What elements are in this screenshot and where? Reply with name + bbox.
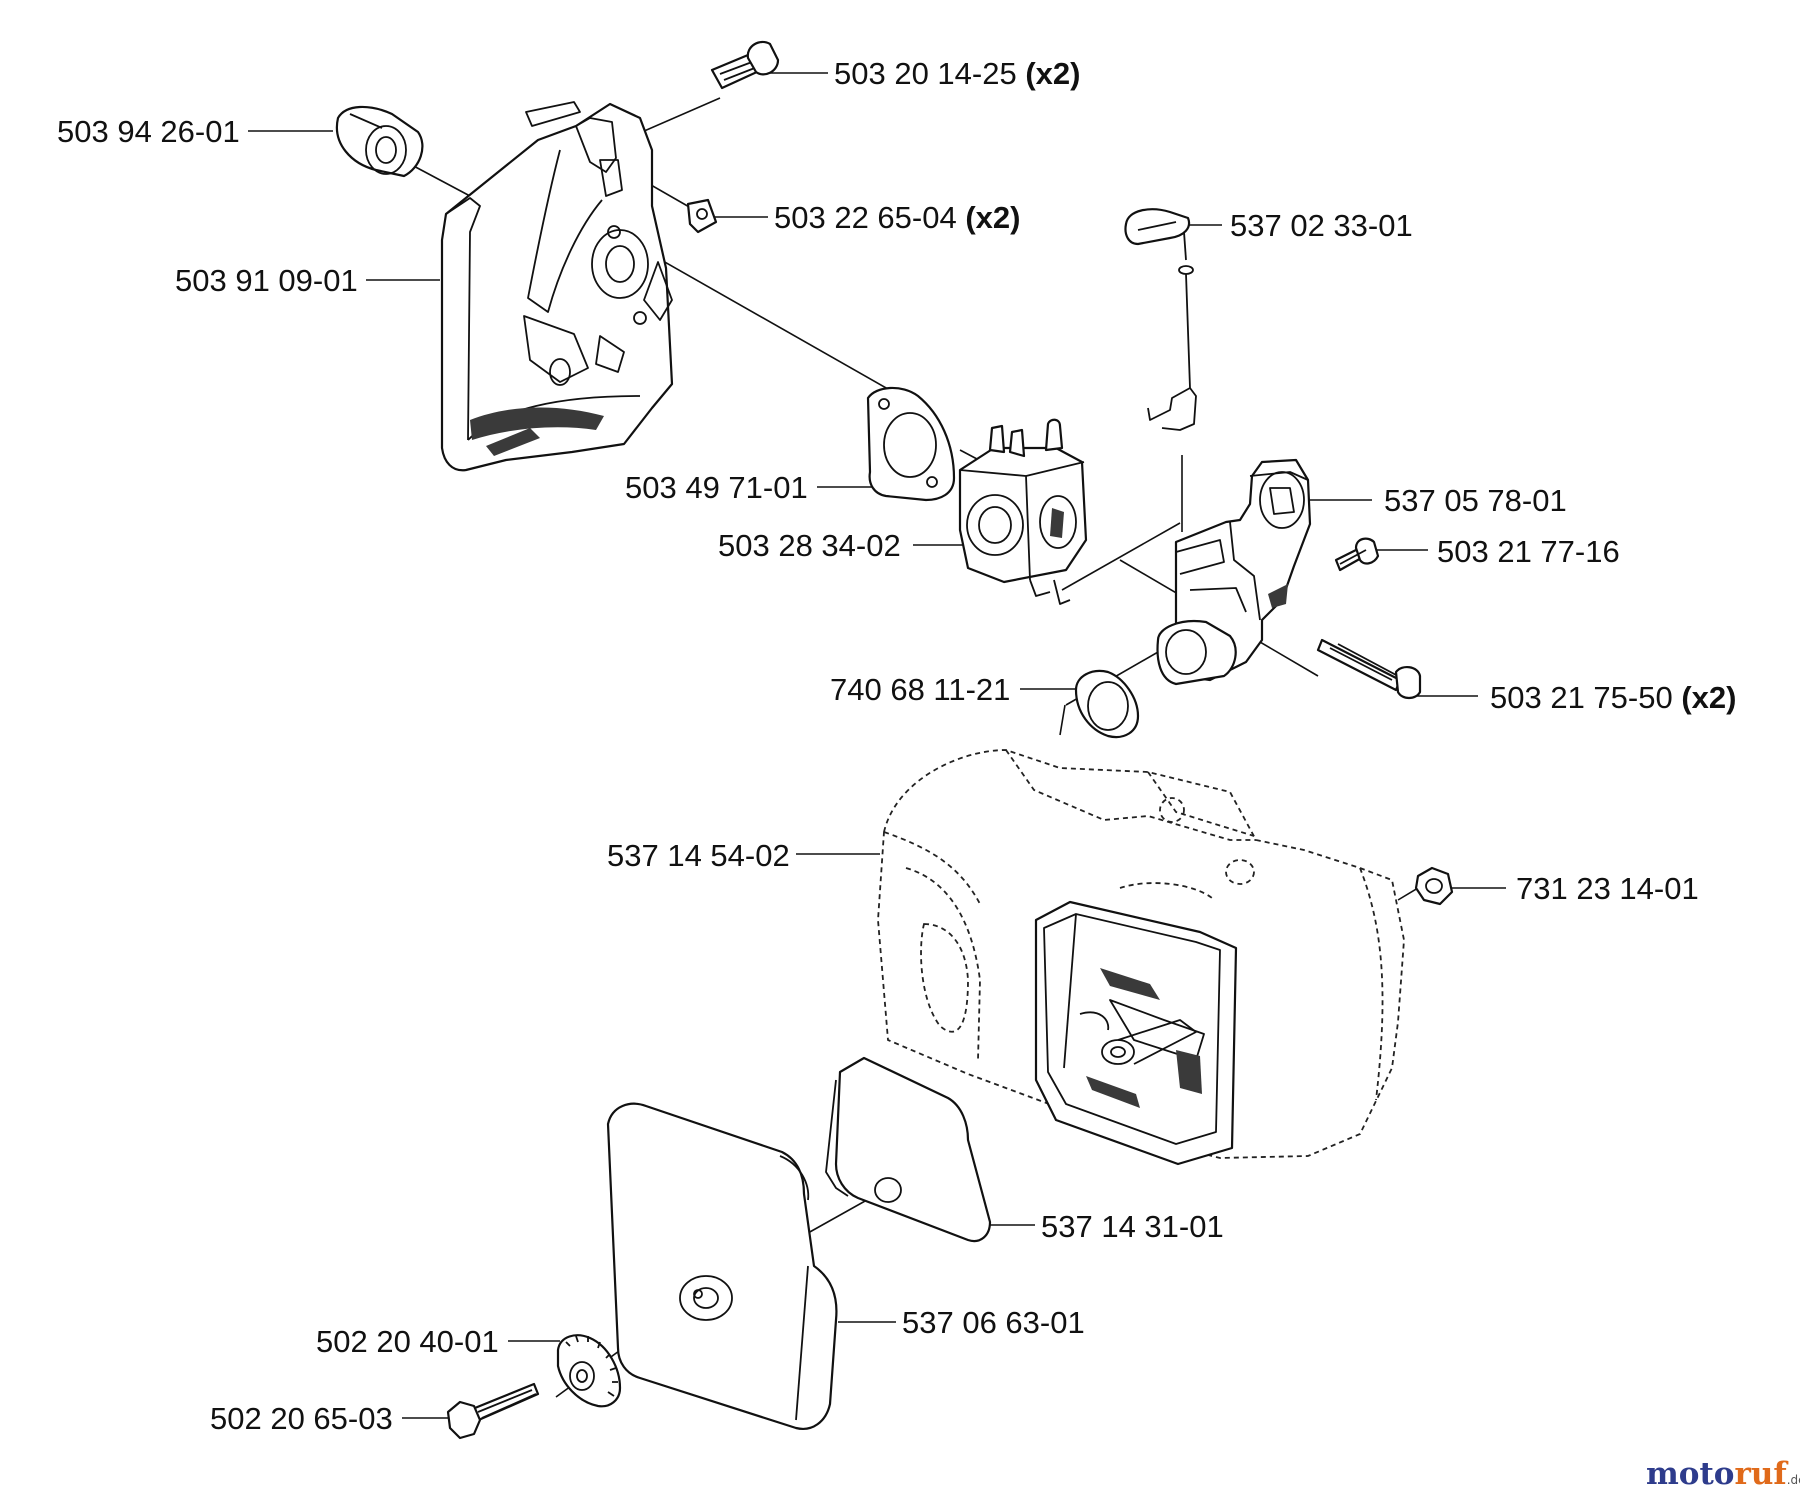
choke-lever bbox=[1124, 208, 1197, 431]
label-503-91-09-01: 503 91 09-01 bbox=[175, 263, 358, 298]
knob bbox=[556, 1334, 622, 1408]
label-537-14-54-02: 537 14 54-02 bbox=[607, 838, 790, 873]
label-537-14-31-01: 537 14 31-01 bbox=[1041, 1209, 1224, 1244]
label-537-05-78-01: 537 05 78-01 bbox=[1384, 483, 1567, 518]
hex-nut bbox=[1414, 866, 1454, 906]
label-502-20-40-01: 502 20 40-01 bbox=[316, 1324, 499, 1359]
air-box bbox=[1034, 900, 1238, 1166]
label-731-23-14-01: 731 23 14-01 bbox=[1516, 871, 1699, 906]
label-537-02-33-01: 537 02 33-01 bbox=[1230, 208, 1413, 243]
part-labels: 503 94 26-01 503 20 14-25 (x2) 503 22 65… bbox=[57, 56, 1736, 1436]
carburetor bbox=[958, 418, 1088, 605]
svg-text:motoruf.de: motoruf.de bbox=[1646, 1456, 1800, 1492]
filter-cover bbox=[606, 1102, 838, 1430]
intake-manifold bbox=[1156, 458, 1312, 686]
bolt bbox=[446, 1382, 540, 1440]
watermark-logo: motoruf.de bbox=[1646, 1456, 1800, 1492]
label-740-68-11-21: 740 68 11-21 bbox=[830, 672, 1010, 707]
label-503-94-26-01: 503 94 26-01 bbox=[57, 114, 240, 149]
label-503-21-77-16: 503 21 77-16 bbox=[1437, 534, 1620, 569]
square-nut bbox=[686, 198, 718, 234]
air-filter bbox=[825, 1056, 992, 1243]
leader-lines bbox=[248, 72, 1506, 1419]
label-503-21-75-50: 503 21 75-50 (x2) bbox=[1490, 680, 1736, 715]
screw-manifold bbox=[1334, 537, 1380, 572]
label-502-20-65-03: 502 20 65-03 bbox=[210, 1401, 393, 1436]
screw-top bbox=[710, 40, 780, 90]
filter-holder bbox=[440, 101, 674, 472]
label-503-20-14-25: 503 20 14-25 (x2) bbox=[834, 56, 1080, 91]
air-intake-adapter bbox=[335, 105, 424, 178]
cylinder-cover bbox=[877, 749, 1405, 1159]
gasket bbox=[866, 386, 956, 502]
label-503-49-71-01: 503 49 71-01 bbox=[625, 470, 808, 505]
label-503-22-65-04: 503 22 65-04 (x2) bbox=[774, 200, 1020, 235]
label-503-28-34-02: 503 28 34-02 bbox=[718, 528, 901, 563]
seal-ring bbox=[1074, 669, 1140, 739]
label-537-06-63-01: 537 06 63-01 bbox=[902, 1305, 1085, 1340]
screw-long bbox=[1316, 638, 1422, 700]
